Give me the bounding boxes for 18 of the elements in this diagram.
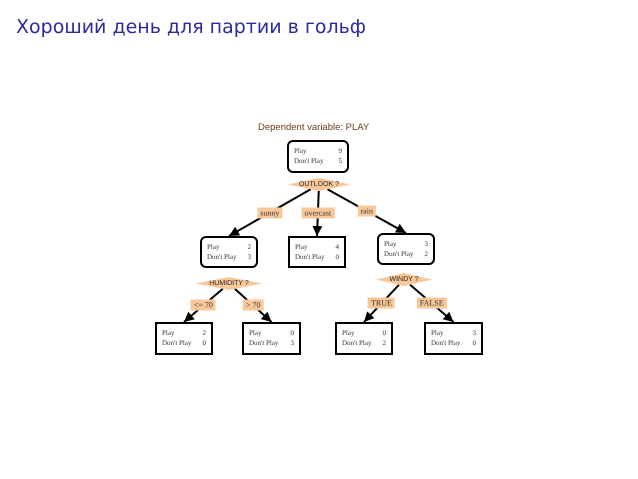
tree-node-box — [200, 236, 258, 268]
slide-title: Хороший день для партии в гольф — [16, 18, 366, 37]
arrow — [326, 188, 406, 234]
edge-label: > 70 — [242, 300, 264, 311]
edge-label: sunny — [257, 207, 282, 218]
edge-label: <= 70 — [190, 300, 216, 311]
edge-label: rain — [358, 206, 376, 217]
edge-label: overcast — [302, 208, 334, 219]
edge-label: FALSE — [416, 298, 447, 309]
tree-node-box — [335, 322, 393, 355]
arrow — [234, 288, 272, 323]
tree-node-box — [377, 233, 435, 265]
tree-node-box — [242, 322, 301, 355]
tree-node-box — [424, 322, 483, 355]
tree-node-box — [287, 140, 349, 173]
tree-node-box — [155, 322, 213, 355]
tree-node-box — [288, 236, 346, 268]
edge-label: TRUE — [368, 298, 395, 309]
